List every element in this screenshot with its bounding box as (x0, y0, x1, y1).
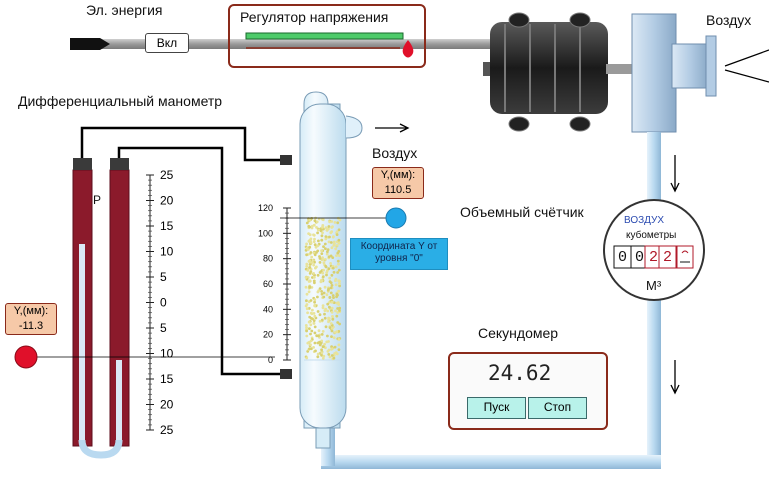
column-air-label: Воздух (372, 145, 418, 161)
meter-subtitle: кубометры (626, 230, 677, 241)
blower-fan (631, 13, 769, 133)
column-scale: 120 100 80 60 40 20 0 (258, 203, 291, 365)
manometer-scale-label: 5 (160, 321, 167, 335)
meter-digit-2: 0 (635, 249, 645, 266)
meter-digit-4: 2 (663, 249, 673, 266)
manometer-scale-label: 25 (160, 168, 174, 182)
meter-digit-1: 0 (618, 249, 628, 266)
manometer-readout: Y,(мм): -11.3 (5, 303, 57, 335)
manometer-scale-label: 20 (160, 194, 174, 208)
manometer-label: Дифференциальный манометр (18, 93, 223, 109)
stopwatch-label: Секундомер (478, 325, 559, 341)
manometer-scale-label: 10 (160, 347, 174, 361)
power-switch-button[interactable]: Вкл (145, 33, 189, 53)
volumetric-meter (603, 199, 705, 301)
stopwatch-start-button[interactable]: Пуск (467, 397, 526, 419)
column-readout-value: 110.5 (384, 184, 412, 196)
manometer-level-indicator (14, 345, 38, 369)
regulator-slider-track (245, 32, 404, 40)
manometer-tube-letter: P (93, 193, 102, 207)
column-readout-label: Y,(мм): (380, 169, 416, 181)
manometer-scale: 25 20 15 10 5 0 5 10 15 20 25 (146, 168, 174, 437)
column-level-indicator (385, 207, 407, 229)
meter-digit-3: 2 (649, 249, 659, 266)
manometer-scale-label: 25 (160, 423, 174, 437)
tooltip-line2: уровня "0" (375, 253, 423, 264)
manometer-scale-label: 10 (160, 245, 174, 259)
particle-bed (304, 216, 342, 361)
meter-title: ВОЗДУХ (624, 215, 665, 226)
stopwatch-stop-button[interactable]: Стоп (528, 397, 587, 419)
flow-down-arrow-icon-2 (670, 360, 680, 395)
regulator-knob-icon (402, 40, 414, 58)
power-line (70, 38, 500, 50)
flow-down-arrow-icon (670, 155, 680, 193)
u-tube-manometer (72, 158, 130, 459)
fluidized-bed-column (299, 91, 363, 449)
column-scale-label: 120 (258, 203, 273, 213)
manometer-readout-label: Y,(мм): (13, 305, 49, 317)
manometer-scale-label: 15 (160, 219, 174, 233)
manometer-scale-label: 20 (160, 398, 174, 412)
manometer-scale-label: 0 (160, 296, 167, 310)
air-exit-arrow-icon (375, 123, 410, 133)
regulator-panel (228, 4, 426, 68)
column-readout: Y,(мм): 110.5 (372, 167, 424, 199)
column-scale-label: 80 (263, 254, 273, 264)
column-scale-label: 100 (258, 228, 273, 238)
column-scale-label: 0 (268, 355, 273, 365)
manometer-scale-label: 5 (160, 270, 167, 284)
regulator-label: Регулятор напряжения (240, 9, 389, 25)
power-plug-icon (70, 38, 110, 50)
flowmeter-label: Объемный счётчик (460, 204, 584, 220)
tooltip-line1: Координата Y от (360, 241, 438, 252)
electric-motor (483, 12, 638, 132)
column-scale-label: 20 (263, 330, 273, 340)
manometer-readout-value: -11.3 (18, 320, 44, 332)
column-scale-label: 60 (263, 279, 273, 289)
stopwatch-display: 24.62 (488, 361, 552, 385)
regulator-slider[interactable] (246, 33, 403, 49)
air-inlet-label: Воздух (706, 12, 752, 28)
column-scale-label: 40 (263, 304, 273, 314)
manometer-scale-label: 15 (160, 372, 174, 386)
meter-unit: М³ (646, 278, 662, 293)
power-label: Эл. энергия (86, 2, 163, 18)
coordinate-tooltip: Координата Y от уровня "0" (350, 238, 448, 270)
